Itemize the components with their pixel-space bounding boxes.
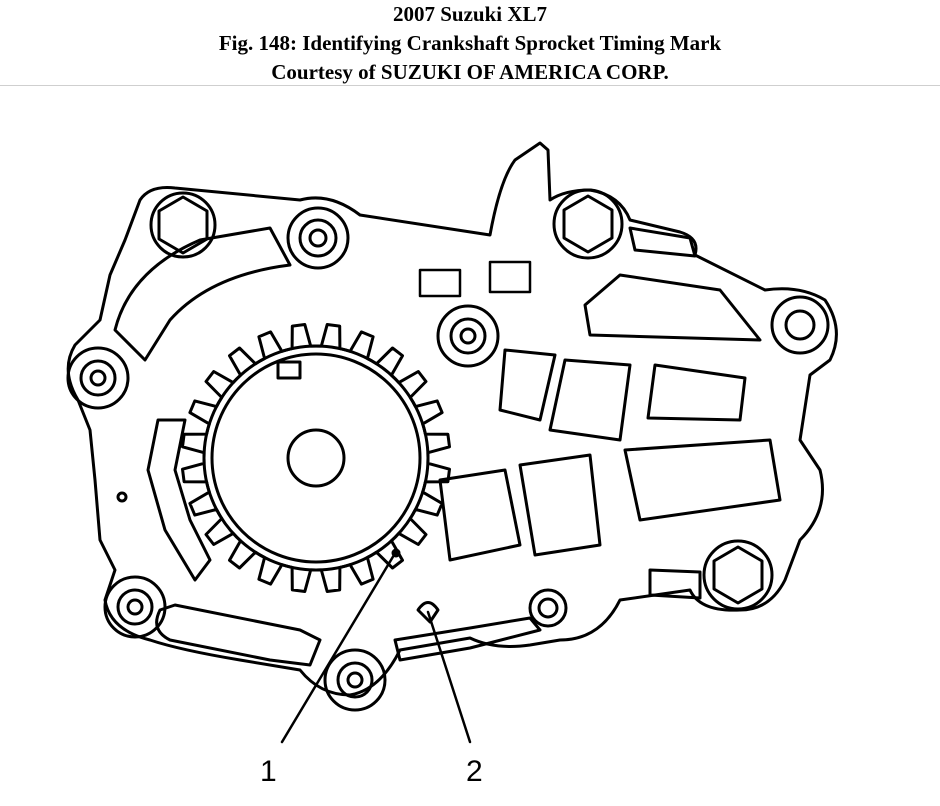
cutout-7 — [438, 468, 522, 562]
cutout-3 — [548, 358, 632, 442]
housing-rim — [113, 226, 292, 362]
bolt-left — [66, 346, 130, 410]
sprocket-teeth — [181, 323, 451, 593]
crankshaft-bore — [286, 428, 346, 488]
bolt-top-left — [149, 191, 217, 259]
lower-rim — [155, 603, 322, 667]
figure-caption: Fig. 148: Identifying Crankshaft Sprocke… — [218, 31, 722, 55]
cutout-6 — [623, 438, 782, 522]
callout-1-label: 1 — [260, 755, 277, 788]
bolt-top-center — [286, 206, 350, 270]
callout-2-leader — [426, 610, 472, 744]
sprocket-body — [202, 344, 430, 572]
crankshaft-hub — [210, 352, 422, 564]
bolt-top-right — [552, 188, 624, 260]
bolt-bottom — [323, 648, 387, 712]
figure-header: 2007 Suzuki XL7 Fig. 148: Identifying Cr… — [0, 0, 940, 86]
bolt-lower-left — [103, 575, 167, 639]
right-port — [628, 226, 697, 258]
crankshaft-key — [276, 360, 302, 380]
cutout-2 — [498, 348, 557, 422]
bolt-lower-right — [702, 539, 774, 611]
courtesy-line: Courtesy of SUZUKI OF AMERICA CORP. — [271, 60, 669, 84]
callout-1-leader — [280, 553, 396, 744]
small-hole — [116, 491, 128, 503]
callout-2-label: 2 — [466, 755, 483, 788]
bolt-bottom-right — [528, 588, 568, 628]
housing-timing-mark — [416, 601, 440, 624]
cutout-1 — [583, 273, 762, 342]
marking-box-2 — [488, 260, 532, 294]
left-side-channel — [146, 418, 212, 582]
timing-cover-diagram: 1 2 — [66, 141, 838, 788]
vehicle-title: 2007 Suzuki XL7 — [392, 2, 548, 26]
bolt-right — [770, 295, 830, 355]
lower-right-port — [648, 568, 702, 600]
bolt-center — [436, 304, 500, 368]
cutout-4 — [646, 363, 747, 422]
cutout-5 — [518, 453, 602, 557]
housing-outline — [66, 141, 838, 697]
crankshaft-sprocket — [181, 323, 451, 593]
marking-box-1 — [418, 268, 462, 298]
right-lower-rim — [393, 616, 542, 662]
